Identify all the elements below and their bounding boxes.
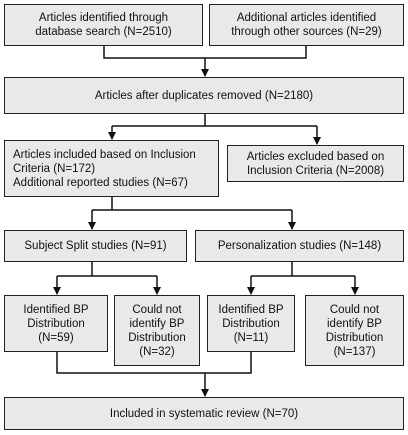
included-criteria-label: Articles included based on Inclusion Cri… — [13, 148, 196, 189]
ss-identified-box: Identified BP Distribution (N=59) — [4, 295, 108, 352]
database-search-label: Articles identified through database sea… — [35, 12, 172, 38]
p-identified-label: Identified BP Distribution (N=11) — [218, 303, 284, 344]
after-duplicates-box: Articles after duplicates removed (N=218… — [4, 77, 404, 114]
personalization-label: Personalization studies (N=148) — [217, 240, 382, 252]
subject-split-box: Subject Split studies (N=91) — [4, 230, 187, 262]
systematic-review-label: Included in systematic review (N=70) — [109, 407, 299, 420]
included-criteria-box: Articles included based on Inclusion Cri… — [4, 140, 219, 197]
after-duplicates-label: Articles after duplicates removed (N=218… — [94, 89, 314, 102]
database-search-box: Articles identified through database sea… — [4, 4, 203, 46]
excluded-criteria-box: Articles excluded based on Inclusion Cri… — [227, 145, 404, 182]
connector-top-merge — [103, 46, 307, 59]
ss-not-identified-box: Could not identify BP Distribution (N=32… — [114, 295, 200, 366]
p-identified-box: Identified BP Distribution (N=11) — [207, 295, 295, 352]
systematic-review-box: Included in systematic review (N=70) — [4, 397, 404, 430]
ss-not-identified-label: Could not identify BP Distribution (N=32… — [128, 303, 186, 358]
excluded-criteria-label: Articles excluded based on Inclusion Cri… — [246, 150, 385, 177]
p-not-identified-box: Could not identify BP Distribution (N=13… — [305, 295, 404, 366]
ss-identified-label: Identified BP Distribution (N=59) — [23, 303, 89, 344]
other-sources-box: Additional articles identified through o… — [209, 4, 404, 46]
other-sources-label: Additional articles identified through o… — [231, 12, 382, 38]
subject-split-label: Subject Split studies (N=91) — [24, 240, 167, 252]
personalization-box: Personalization studies (N=148) — [195, 230, 404, 262]
connector-bottom-merge — [56, 352, 252, 374]
p-not-identified-label: Could not identify BP Distribution (N=13… — [325, 303, 384, 358]
